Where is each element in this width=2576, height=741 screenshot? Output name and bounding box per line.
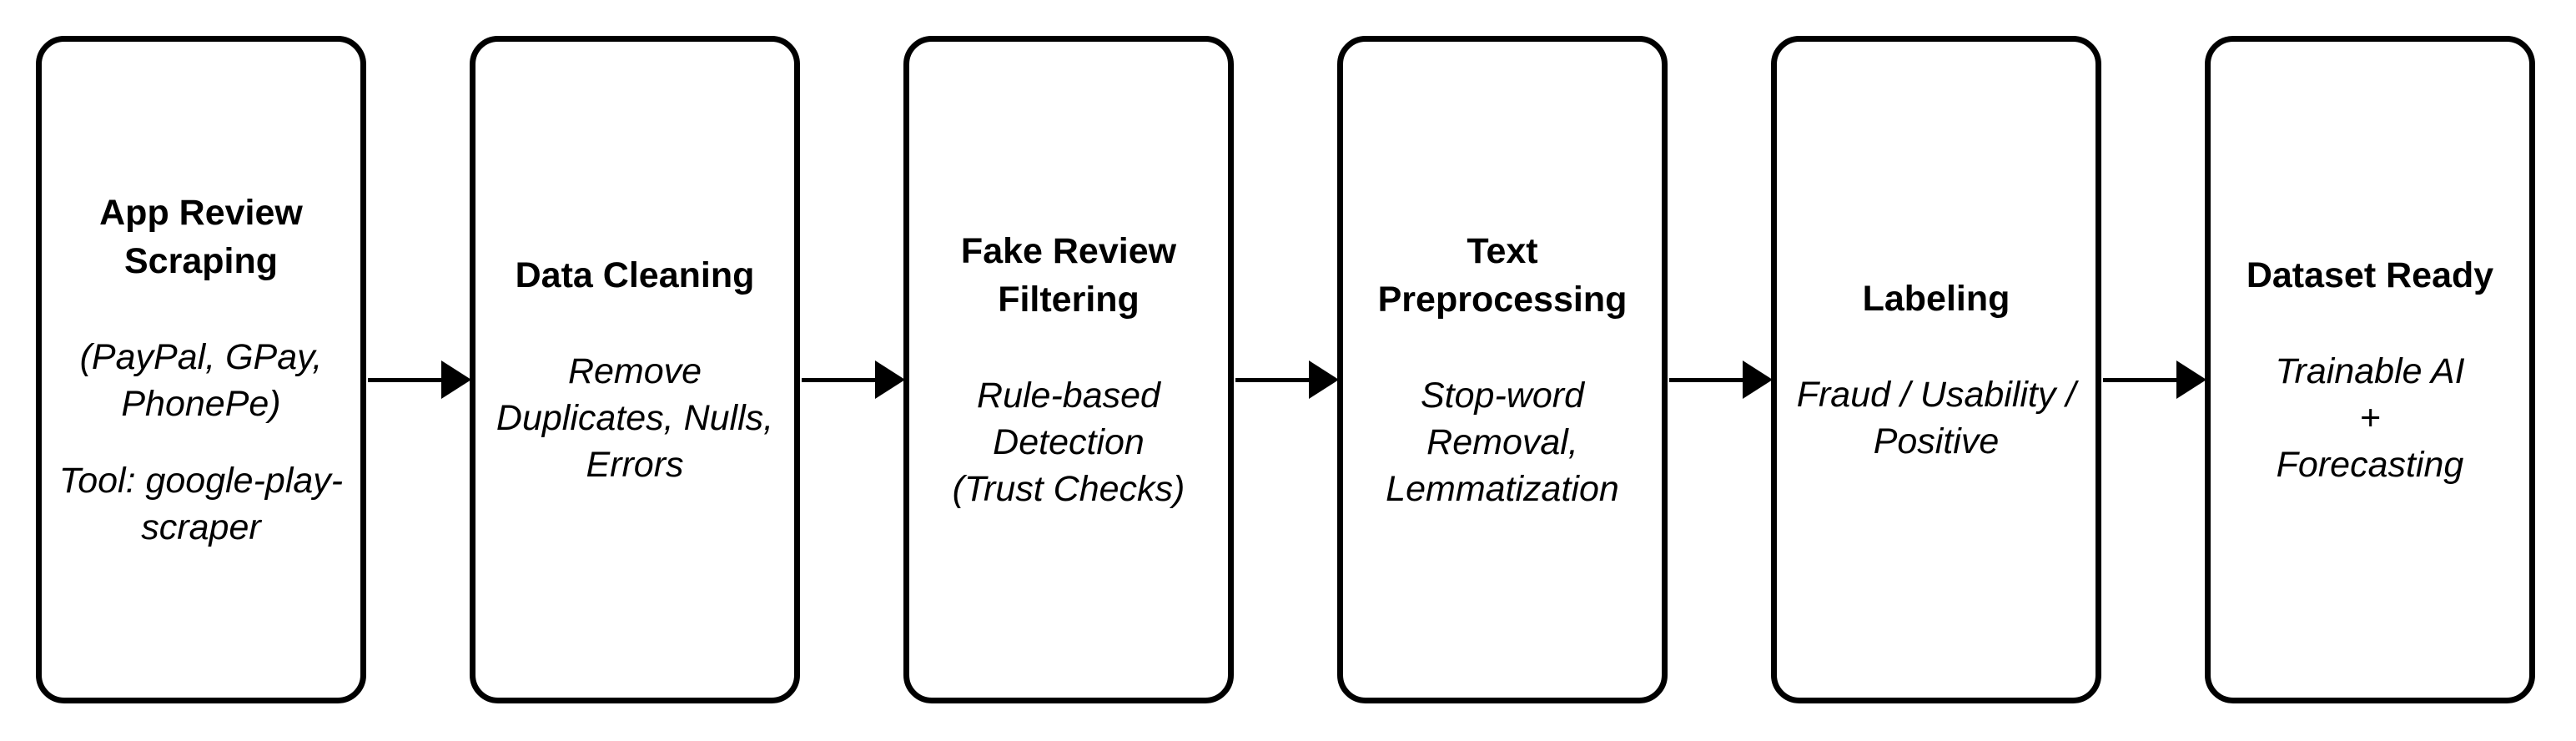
step-title-line: Text xyxy=(1467,231,1538,271)
step-title: Data Cleaning xyxy=(516,251,755,300)
step-tool-note: Tool: google-play- scraper xyxy=(59,457,343,551)
step-fake-review-filtering: Fake Review Filtering Rule-based Detecti… xyxy=(903,36,1234,703)
flow-arrow xyxy=(802,360,905,399)
step-description: Fraud / Usability / Positive xyxy=(1797,371,2076,465)
flow-arrow xyxy=(1235,360,1339,399)
step-description-line: Duplicates, Nulls, xyxy=(496,398,774,438)
step-title: Fake Review Filtering xyxy=(961,227,1176,324)
step-description-line: Remove xyxy=(567,351,702,391)
step-data-cleaning: Data Cleaning Remove Duplicates, Nulls, … xyxy=(470,36,800,703)
step-description: (PayPal, GPay, PhonePe) xyxy=(80,334,323,427)
step-description-line: (Trust Checks) xyxy=(952,469,1185,509)
step-title-line: Labeling xyxy=(1862,279,2010,319)
step-title-line: Preprocessing xyxy=(1377,280,1628,320)
step-description: Trainable AI + Forecasting xyxy=(2275,348,2464,488)
step-description-line: Lemmatization xyxy=(1386,469,1619,509)
step-title-line: Filtering xyxy=(998,280,1140,320)
step-app-review-scraping: App Review Scraping (PayPal, GPay, Phone… xyxy=(36,36,366,703)
step-description-line: Positive xyxy=(1873,421,2000,461)
step-title-line: Fake Review xyxy=(960,231,1177,271)
step-title-line: App Review xyxy=(99,193,303,233)
step-description-line: Errors xyxy=(586,445,684,485)
step-description-line: PhonePe) xyxy=(121,384,281,424)
step-description: Remove Duplicates, Nulls, Errors xyxy=(496,348,773,488)
step-description-line: (PayPal, GPay, xyxy=(79,337,323,377)
step-title: App Review Scraping xyxy=(99,189,303,285)
step-description-line: Fraud / Usability / xyxy=(1796,375,2076,415)
flow-arrow xyxy=(368,360,471,399)
step-title: Text Preprocessing xyxy=(1378,227,1628,324)
step-description-line: Removal, xyxy=(1426,422,1578,462)
step-description-line: Rule-based xyxy=(977,376,1160,416)
step-title-line: Data Cleaning xyxy=(515,255,755,295)
step-text-preprocessing: Text Preprocessing Stop-word Removal, Le… xyxy=(1337,36,1668,703)
step-description-line: Stop-word xyxy=(1421,376,1584,416)
flow-arrow xyxy=(1669,360,1773,399)
step-labeling: Labeling Fraud / Usability / Positive xyxy=(1771,36,2101,703)
step-title: Labeling xyxy=(1863,275,2010,323)
step-title-line: Scraping xyxy=(123,241,278,281)
step-title-line: Dataset Ready xyxy=(2246,255,2494,295)
flow-arrow xyxy=(2103,360,2206,399)
step-description: Rule-based Detection (Trust Checks) xyxy=(953,372,1185,512)
step-title: Dataset Ready xyxy=(2246,251,2493,300)
step-description-line: Detection xyxy=(993,422,1145,462)
step-description-line: Trainable AI xyxy=(2275,351,2465,391)
step-description-line: + xyxy=(2359,398,2381,438)
step-description: Stop-word Removal, Lemmatization xyxy=(1386,372,1619,512)
step-tool-line: scraper xyxy=(141,507,261,547)
step-dataset-ready: Dataset Ready Trainable AI + Forecasting xyxy=(2205,36,2535,703)
step-description-line: Forecasting xyxy=(2276,445,2464,485)
step-tool-line: Tool: google-play- xyxy=(58,461,344,501)
